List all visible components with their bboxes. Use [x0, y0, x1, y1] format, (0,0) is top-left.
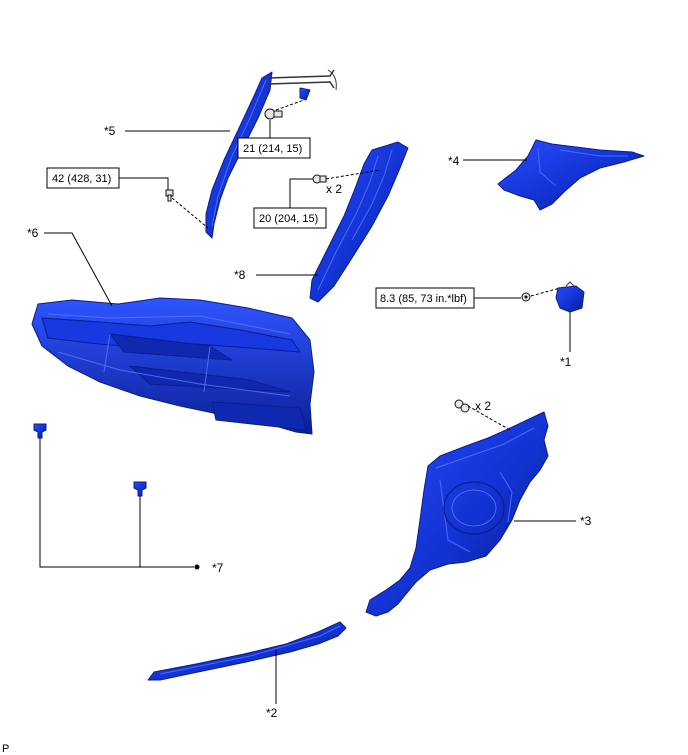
part-2-scuff-plate	[147, 621, 347, 681]
part-7-clip-b	[133, 481, 147, 497]
corner-mark: P	[2, 743, 9, 755]
bolt-21	[264, 108, 283, 120]
torque-21-text: 21 (214, 15)	[243, 143, 302, 155]
callout-8: *8	[234, 268, 246, 282]
torque-42-text: 42 (428, 31)	[52, 173, 111, 185]
bolt-42	[165, 189, 174, 202]
callout-5: *5	[104, 124, 116, 138]
qty-bolt-20: x 2	[326, 182, 342, 196]
torque-box-20	[253, 207, 327, 229]
torque-box-21	[237, 137, 311, 159]
leader-6	[44, 232, 113, 307]
callout-6: *6	[27, 226, 39, 240]
bolt-20	[312, 174, 327, 184]
part-8-pillar-garnish	[309, 141, 409, 303]
nut-8-3	[521, 292, 531, 302]
part-6-seat-cushion	[31, 297, 315, 435]
part-4-quarter-trim	[497, 139, 645, 211]
callout-4: *4	[448, 154, 460, 168]
callout-3: *3	[580, 514, 592, 528]
qty-bolts-upper-right: x 2	[475, 399, 491, 413]
leader-7	[39, 438, 194, 568]
torque-20-text: 20 (204, 15)	[259, 213, 318, 225]
callout-1: *1	[560, 355, 572, 369]
bolts-upper-right	[454, 399, 470, 413]
part-3-quarter-lower-trim	[365, 411, 549, 617]
leader-7-dot	[194, 564, 200, 570]
torque-8-3-text: 8.3 (85, 73 in.*lbf)	[380, 293, 467, 305]
callout-7: *7	[212, 561, 224, 575]
part-1-bracket	[555, 281, 585, 313]
callout-2: *2	[266, 706, 278, 720]
part-7-clip-a	[33, 423, 47, 439]
